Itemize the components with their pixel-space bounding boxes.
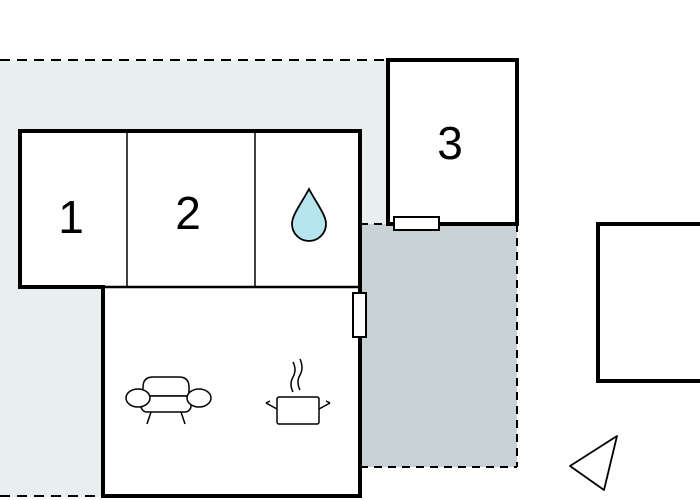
door-living-room (352, 292, 367, 338)
room-3-walls (386, 58, 519, 226)
adjacent-building (596, 222, 700, 383)
main-building-walls (18, 129, 362, 498)
room-2-label: 2 (175, 187, 201, 239)
water-drop-icon (291, 187, 327, 242)
room-3-label: 3 (437, 117, 463, 169)
cooking-pot-icon (265, 358, 331, 425)
door-room-3 (393, 216, 440, 231)
room-1-label: 1 (58, 191, 84, 243)
sofa-icon (125, 376, 212, 425)
covered-terrace (360, 224, 517, 467)
compass-arrow-icon (569, 435, 618, 491)
